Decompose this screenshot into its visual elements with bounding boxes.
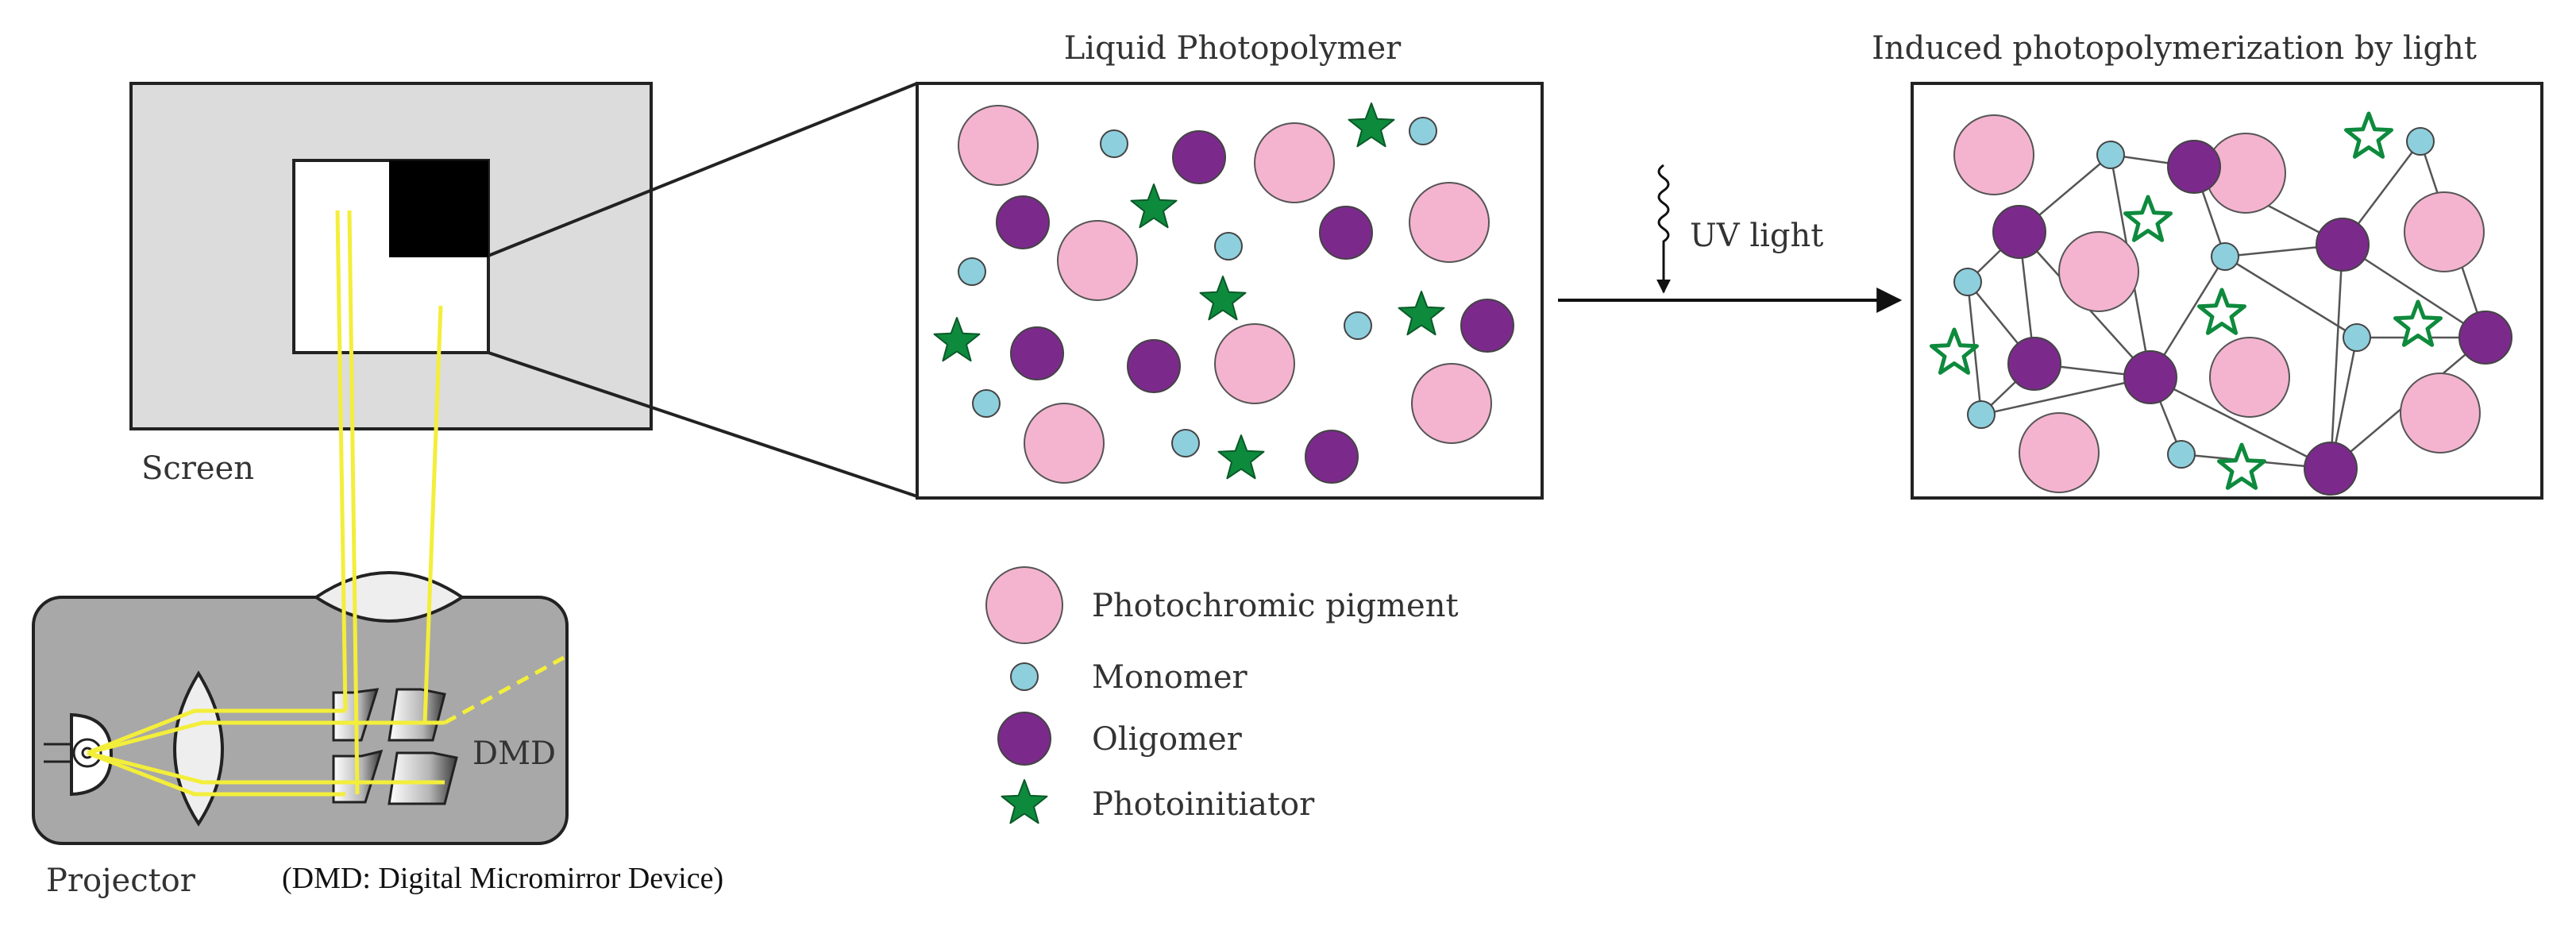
monomer-particle (2406, 127, 2435, 156)
photoinitiator-particle (1001, 779, 1048, 824)
photoinitiator-particle (2344, 111, 2393, 159)
oligomer-particle (1319, 206, 1373, 260)
light-beams (87, 210, 565, 797)
monomer-particle (1344, 311, 1372, 340)
zoom-line-bottom (488, 351, 918, 498)
legend-label: Oligomer (1092, 721, 1243, 758)
network-bond (1980, 376, 2151, 416)
projector (32, 571, 569, 845)
monomer-particle (958, 257, 986, 286)
photoinitiator-particle (1130, 183, 1178, 229)
projected-black-region (389, 160, 488, 257)
oligomer-particle (1305, 430, 1359, 484)
uv-wave-icon (1656, 164, 1671, 294)
photoinitiator-particle (1930, 327, 1979, 375)
pigment-particle (958, 105, 1039, 186)
oligomer-particle (1010, 326, 1064, 380)
photoinitiator-particle (933, 317, 981, 362)
liquid-particles (933, 102, 1514, 484)
dmd-label: DMD (472, 735, 556, 772)
pigment-particle (1057, 220, 1138, 301)
monomer-particle (2096, 141, 2125, 169)
oligomer-particle (2458, 311, 2512, 365)
photoinitiator-particle (2197, 288, 2246, 335)
induced-title: Induced photopolymerization by light (1872, 30, 2477, 67)
projector-body (32, 596, 569, 845)
legend-label: Monomer (1092, 659, 1248, 696)
uv-label: UV light (1690, 218, 1823, 254)
photoinitiator-particle (1217, 434, 1265, 480)
legend-label: Photoinitiator (1092, 786, 1315, 823)
monomer-particle (1967, 400, 1996, 429)
monomer-particle (972, 389, 1001, 418)
monomer-particle (1171, 429, 1200, 457)
monomer-particle (2211, 242, 2239, 271)
legend-item-oligomer: Oligomer (997, 712, 1243, 766)
oligomer-particle (2167, 140, 2221, 194)
pigment-particle (1024, 403, 1105, 484)
monomer-particle (2343, 323, 2371, 352)
beam-deflected (443, 655, 565, 725)
pigment-particle (1953, 114, 2034, 195)
monomer-particle (1100, 129, 1128, 158)
pigment-particle (2209, 337, 2290, 418)
network-bond (2329, 244, 2344, 469)
oligomer-particle (997, 712, 1051, 766)
oligomer-particle (2316, 218, 2370, 272)
photoinitiator-particle (1348, 102, 1395, 148)
network-bond (2342, 243, 2486, 339)
oligomer-particle (1992, 205, 2046, 259)
oligomer-particle (2007, 337, 2061, 391)
oligomer-particle (1127, 339, 1181, 393)
legend-item-pigment: Photochromic pigment (985, 566, 1459, 644)
beam-upper-2 (87, 720, 445, 755)
oligomer-particle (996, 195, 1050, 249)
oligomer-particle (1460, 299, 1514, 353)
zoom-line-top (488, 82, 918, 257)
induced-particles (1930, 111, 2512, 496)
legend-item-monomer: Monomer (1010, 659, 1248, 696)
pigment-particle (2400, 372, 2481, 453)
pigment-particle (1214, 323, 1295, 404)
beam-upper (87, 708, 345, 755)
network-bond (2150, 376, 2331, 470)
legend-label: Photochromic pigment (1092, 588, 1459, 624)
dmd-mirror-4 (388, 751, 458, 805)
pigment-particle (2019, 412, 2100, 493)
oligomer-particle (2304, 442, 2358, 496)
screen-label: Screen (141, 450, 254, 487)
dmd-mirror-2 (388, 688, 446, 742)
legend: Photochromic pigmentMonomerOligomerPhoto… (985, 566, 1459, 824)
liquid-title: Liquid Photopolymer (1064, 30, 1402, 67)
legend-item-photoinitiator: Photoinitiator (1001, 779, 1315, 824)
beam-to-screen-1 (335, 210, 348, 712)
monomer-particle (1214, 232, 1243, 261)
photoinitiator-particle (1398, 291, 1445, 336)
beam-to-screen-2 (347, 210, 360, 795)
pigment-particle (1254, 122, 1335, 203)
dmd-note: (DMD: Digital Micromirror Device) (282, 862, 723, 895)
beam-lower-2 (87, 751, 445, 785)
projector-label: Projector (46, 863, 196, 899)
beam-lower (87, 751, 345, 797)
photoinitiator-particle (2393, 299, 2443, 347)
monomer-particle (2167, 440, 2196, 469)
network-bond (2224, 255, 2358, 339)
pigment-particle (1411, 363, 1492, 444)
photoinitiator-particle (2123, 195, 2173, 242)
pigment-particle (2058, 231, 2139, 312)
photoinitiator-particle (2217, 442, 2266, 490)
screen (129, 82, 653, 430)
pigment-particle (2404, 191, 2485, 272)
oligomer-particle (1172, 130, 1226, 184)
monomer-particle (1010, 662, 1039, 691)
oligomer-particle (2123, 350, 2177, 404)
beam-to-screen-3 (422, 305, 443, 724)
pigment-particle (1409, 182, 1490, 263)
monomer-particle (1409, 117, 1437, 145)
photoinitiator-particle (1199, 276, 1247, 321)
monomer-particle (1953, 268, 1982, 296)
pigment-particle (985, 566, 1063, 644)
